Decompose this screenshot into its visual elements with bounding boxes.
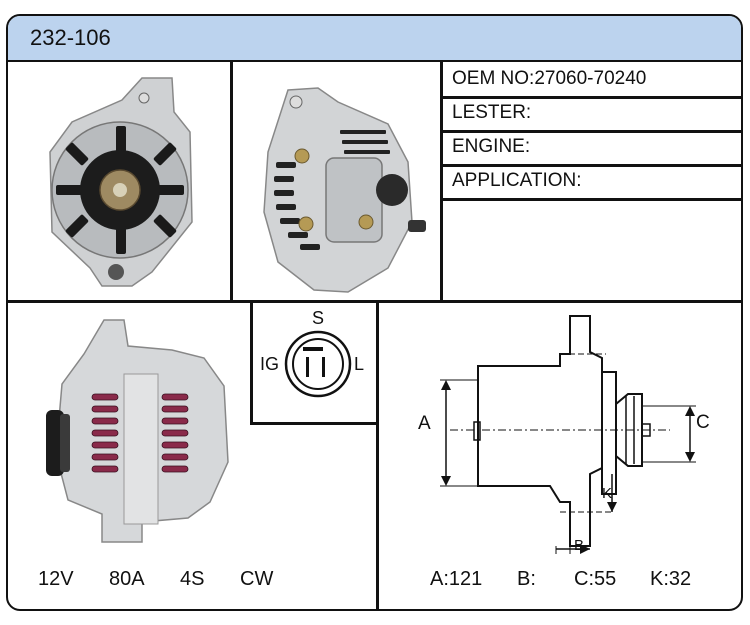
spec-lester: LESTER: — [452, 102, 531, 124]
alternator-side-photo — [46, 319, 229, 543]
spec-row-line-4 — [440, 198, 741, 201]
divider-v1 — [230, 62, 233, 301]
rotation: CW — [240, 568, 274, 590]
spec-oem-value: 27060-70240 — [534, 68, 647, 89]
voltage: 12V — [38, 568, 74, 590]
spec-sheet: 232-106 OEM NO:27060-70240 LESTER: ENGIN… — [6, 14, 743, 611]
spec-lester-label: LESTER: — [452, 102, 532, 123]
pin-s-label: S — [312, 308, 325, 328]
alternator-rear-photo — [263, 87, 426, 293]
divider-v4 — [376, 300, 379, 609]
spec-row-line-3 — [440, 164, 741, 167]
spec-application-label: APPLICATION: — [452, 170, 582, 191]
dim-a-label: A — [418, 413, 431, 434]
spec-engine: ENGINE: — [452, 136, 530, 158]
pin-l-label: L — [354, 354, 365, 374]
spec-oem: OEM NO:27060-70240 — [452, 68, 646, 90]
dimension-drawing — [440, 315, 696, 554]
dim-b-label: B — [574, 537, 585, 554]
spec-oem-label: OEM NO: — [452, 68, 535, 89]
divider-h-mid — [8, 300, 741, 303]
connector-outer-ring — [284, 330, 352, 398]
spec-row-line-1 — [440, 96, 741, 99]
pulley-grooves: 4S — [180, 568, 205, 590]
title-bar: 232-106 — [8, 16, 741, 62]
connector-diagram — [284, 330, 352, 398]
dim-k-label: K — [602, 485, 613, 502]
dim-c-label: C — [696, 412, 710, 433]
part-number: 232-106 — [30, 25, 111, 50]
amperage: 80A — [109, 568, 145, 590]
spec-engine-label: ENGINE: — [452, 136, 531, 157]
divider-v3 — [250, 300, 253, 424]
dim-k-value: K:32 — [650, 568, 692, 590]
divider-connector-bottom — [250, 422, 377, 425]
divider-v2 — [440, 62, 443, 301]
pin-ig-label: IG — [260, 354, 280, 374]
dim-b-value: B: — [517, 568, 536, 590]
dim-c-value: C:55 — [574, 568, 617, 590]
spec-row-line-2 — [440, 130, 741, 133]
alternator-front-photo — [49, 77, 193, 287]
dim-a-value: A:121 — [430, 568, 483, 590]
connector-inner-ring — [292, 338, 344, 390]
spec-application: APPLICATION: — [452, 170, 582, 192]
